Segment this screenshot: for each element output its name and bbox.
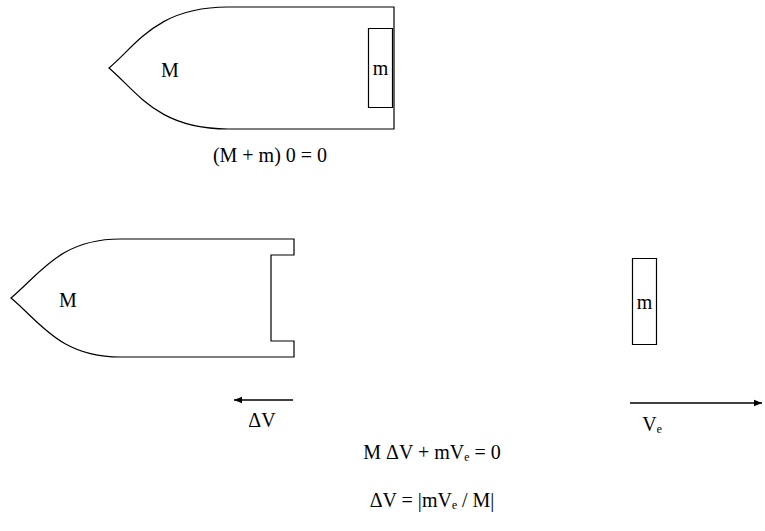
boat-hull: Mm [108, 6, 395, 130]
mass-symbol: m [637, 292, 653, 312]
mass-symbol: m [373, 58, 389, 78]
result-equation: ΔV = |mVₑ / M| [368, 490, 497, 510]
momentum-equation: M ΔV + mVₑ = 0 [361, 442, 502, 462]
velocity-label: Vₑ [640, 414, 664, 434]
boat-outline [10, 238, 295, 358]
mass-symbol: M [161, 60, 179, 80]
ejected-mass: m [632, 258, 657, 345]
mass-velocity-arrow [630, 402, 762, 403]
boat-velocity-arrow [234, 399, 293, 400]
boat-hull: M [10, 238, 295, 358]
ejected-mass: m [368, 28, 393, 108]
momentum-equation: (M + m) 0 = 0 [211, 145, 329, 165]
mass-symbol: M [59, 290, 77, 310]
boat-outline [108, 6, 395, 130]
velocity-label: ΔV [246, 410, 277, 430]
